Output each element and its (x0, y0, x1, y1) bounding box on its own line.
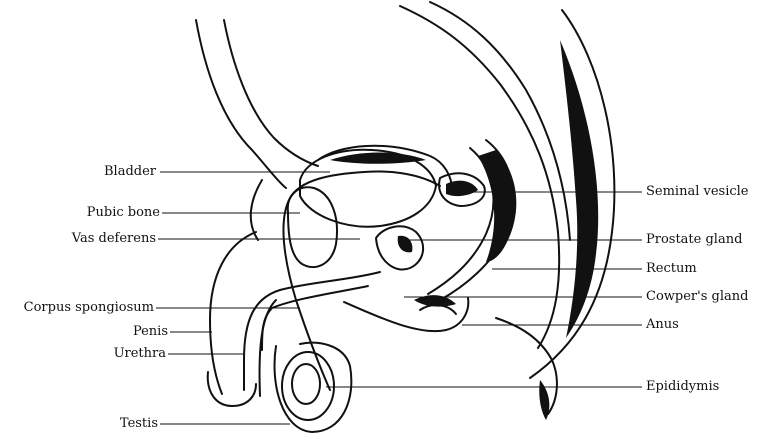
label-bladder: Bladder (104, 164, 156, 180)
pubic-front-contour (251, 180, 262, 240)
testis-inner (292, 364, 320, 404)
prostate-dark (398, 236, 413, 253)
testis-shape (282, 352, 334, 420)
label-cowpers-gland: Cowper's gland (646, 289, 748, 305)
seminal-vesicle-dark (446, 181, 478, 196)
abdominal-wall-outline (196, 20, 286, 188)
rectal-wall-dark (478, 150, 516, 262)
label-rectum: Rectum (646, 261, 697, 277)
prostate-outline (376, 226, 423, 269)
label-vas-deferens: Vas deferens (72, 231, 156, 247)
label-epididymis: Epididymis (646, 379, 719, 395)
bladder-base-dark (330, 153, 426, 164)
pubic-bone-outline (288, 187, 337, 267)
label-prostate-gland: Prostate gland (646, 232, 742, 248)
label-urethra: Urethra (114, 346, 166, 362)
penis-upper (210, 232, 256, 394)
label-seminal-vesicle: Seminal vesicle (646, 184, 749, 200)
buttock-dark (539, 380, 549, 420)
abdominal-wall-inner (224, 20, 318, 166)
glans-outline (208, 372, 256, 406)
corpus-spongiosum-outline (262, 286, 368, 350)
sacral-shadow-dark (560, 40, 598, 338)
label-corpus-spongiosum: Corpus spongiosum (24, 300, 154, 316)
label-anus: Anus (646, 317, 679, 333)
label-penis: Penis (133, 324, 168, 340)
urethra-path (244, 272, 380, 390)
label-pubic-bone: Pubic bone (87, 205, 160, 221)
label-testis: Testis (120, 416, 158, 432)
rectum-inner (428, 148, 493, 294)
